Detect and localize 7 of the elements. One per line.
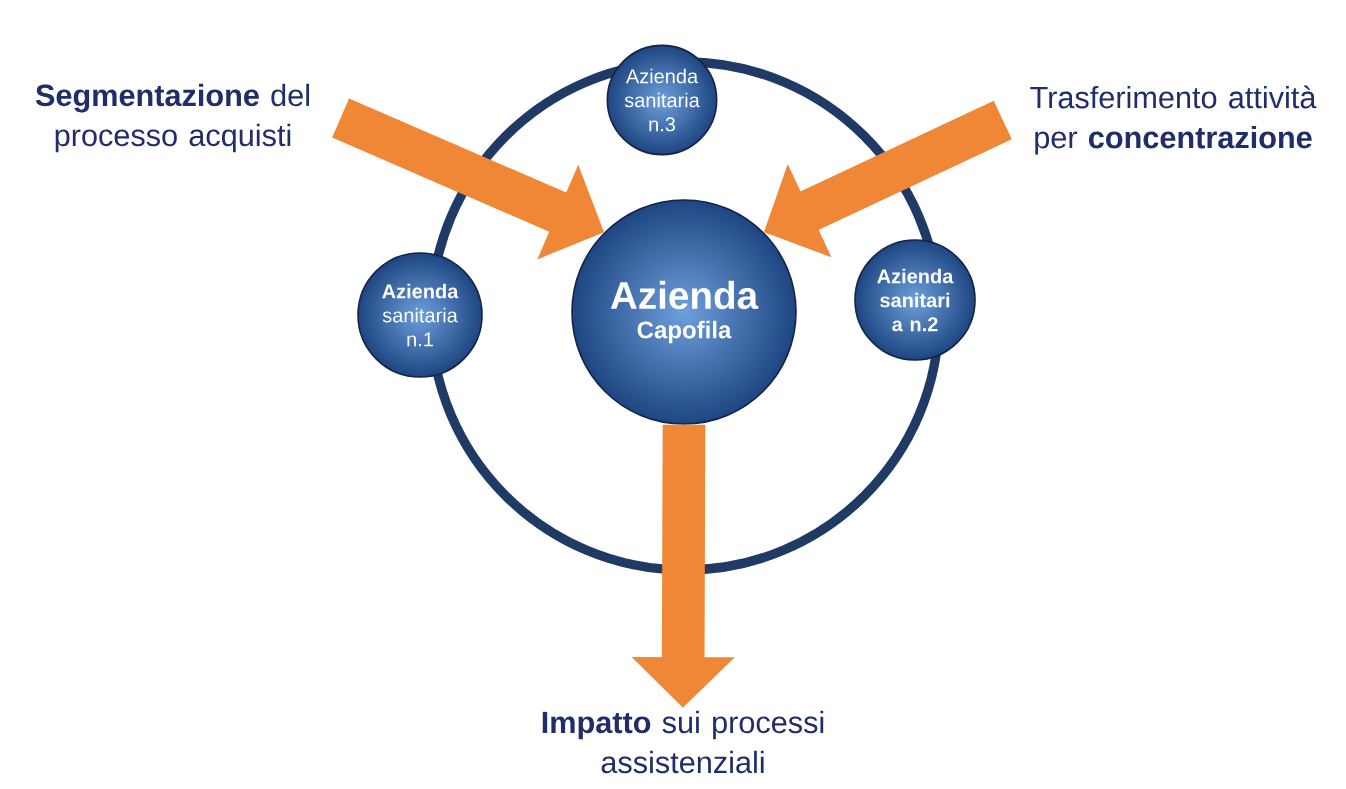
caption-text: Trasferimento attività per concentrazione bbox=[1030, 85, 1317, 155]
caption-text: Impatto sui processi assistenziali bbox=[542, 710, 824, 774]
circle-node: Azienda sanitaria n.1 bbox=[357, 252, 483, 378]
circle-node: Azienda sanitaria n.3 bbox=[606, 44, 718, 156]
caption-text: Segmentazione del processo acquisti bbox=[35, 83, 309, 153]
circle-node: Azienda sanitari a n.2 bbox=[854, 239, 976, 361]
circle-node: Azienda Capofila bbox=[571, 199, 797, 425]
